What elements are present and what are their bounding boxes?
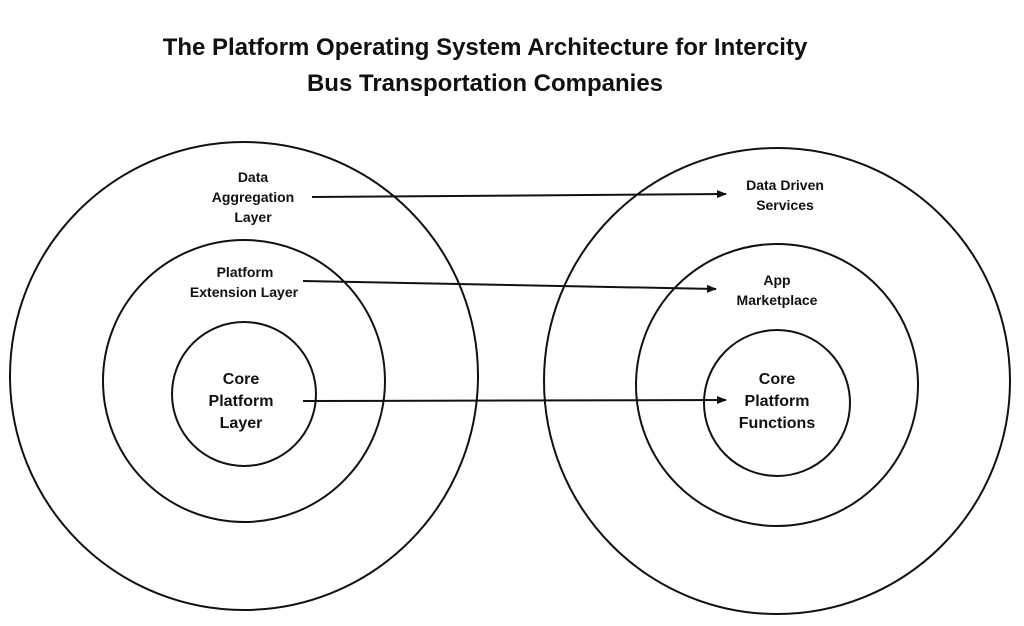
arrow-core-layer-to-core-functions (302, 396, 727, 405)
right-inner-circle (703, 329, 851, 477)
label-platform-extension-2: Extension Layer (190, 284, 299, 300)
arrow-data-aggregation-to-data-driven (311, 190, 727, 199)
label-data-aggregation-2: Aggregation (212, 189, 294, 205)
title-line-2: Bus Transportation Companies (306, 70, 664, 97)
label-core-platform-functions-3: Functions (739, 415, 816, 432)
label-core-platform-functions-2: Platform (745, 393, 810, 410)
label-data-aggregation-1: Data (238, 169, 269, 185)
label-data-aggregation-3: Layer (234, 209, 272, 225)
left-middle-circle (102, 239, 386, 523)
right-middle-circle (635, 243, 919, 527)
arrow-extension-to-marketplace (302, 280, 717, 293)
label-data-driven-services-2: Services (756, 197, 814, 213)
label-core-platform-layer-2: Platform (209, 393, 274, 410)
label-data-driven-services-1: Data Driven (746, 177, 824, 193)
title-line-1: The Platform Operating System Architectu… (162, 34, 808, 61)
left-outer-circle (9, 141, 479, 611)
left-inner-circle (171, 321, 317, 467)
label-core-platform-layer-1: Core (223, 371, 260, 388)
label-app-marketplace-1: App (763, 272, 790, 288)
page-title: The Platform Operating System Architectu… (60, 30, 910, 102)
label-app-marketplace-2: Marketplace (737, 292, 818, 308)
label-platform-extension-1: Platform (217, 264, 274, 280)
label-core-platform-functions-1: Core (759, 371, 796, 388)
right-outer-circle (543, 147, 1011, 615)
label-core-platform-layer-3: Layer (220, 415, 263, 432)
